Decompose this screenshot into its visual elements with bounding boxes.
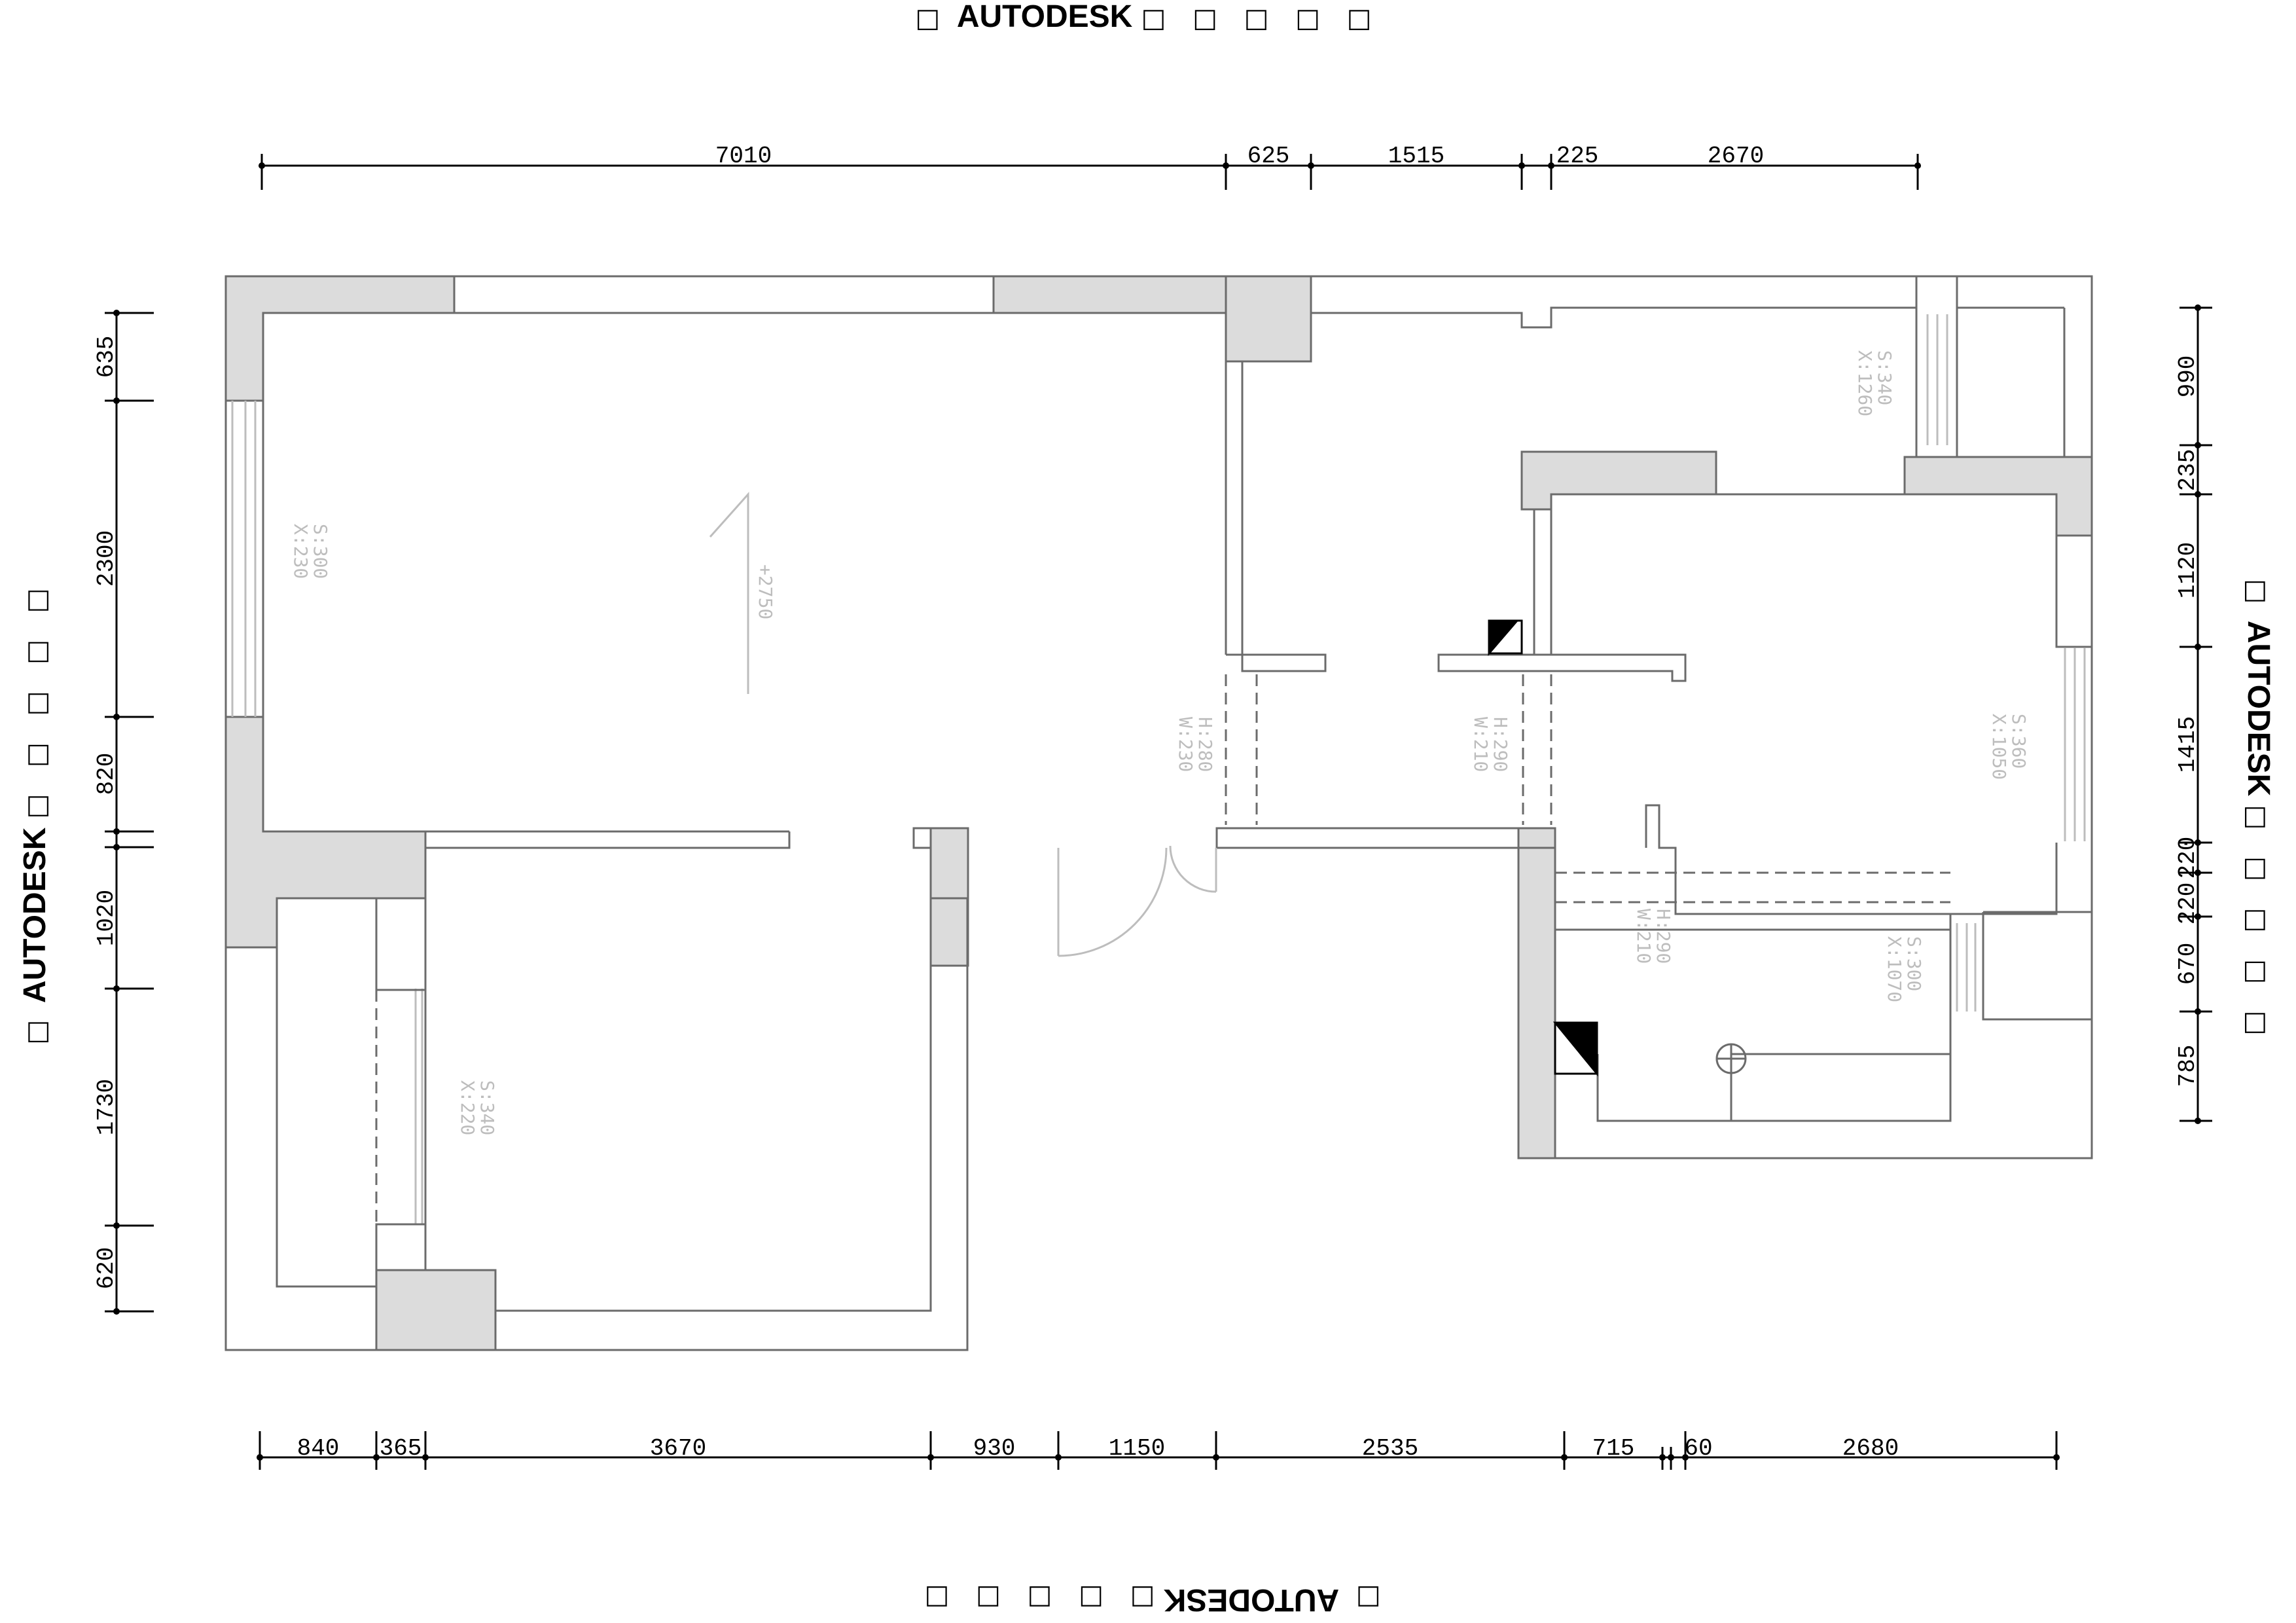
dim-right-label: 235	[2174, 449, 2201, 492]
level-value: +2750	[755, 564, 776, 619]
window-annotation-x: X:220	[457, 1080, 478, 1135]
corner-mark-fill-icon	[1552, 1021, 1598, 1077]
dim-top-label: 225	[1556, 143, 1599, 170]
dim-left-label: 635	[93, 336, 120, 378]
dim-right-label: 1415	[2174, 716, 2201, 773]
corner-marks	[1488, 619, 1598, 1077]
wall-hall-stub	[1437, 653, 1687, 682]
window-annotation-s: S:300	[310, 524, 331, 579]
wall-bedroom-lower	[495, 966, 932, 1312]
dim-top-label: 2670	[1708, 143, 1764, 170]
watermark-brand: AUTODESK	[956, 0, 1133, 34]
wall-corridor-main	[1215, 827, 1556, 849]
window-frames	[375, 897, 427, 1271]
door-swing-arc-b	[1169, 845, 1217, 893]
dim-bottom-label: 1150	[1109, 1435, 1165, 1462]
column-bottom-left	[375, 1269, 497, 1351]
dim-bottom-label: 365	[380, 1435, 422, 1462]
dim-top-label: 7010	[715, 143, 772, 170]
window-annotation-x: X:1070	[1884, 936, 1905, 1002]
wall-bedroom-right	[1551, 493, 2092, 648]
watermark-glyphs: □ □ □ □ □	[1141, 3, 1381, 33]
dim-bottom-label: 60	[1684, 1435, 1712, 1462]
window-annotation-x: X:1050	[1988, 714, 2010, 780]
entry-door	[1057, 845, 1217, 957]
dim-top-label: 625	[1247, 143, 1290, 170]
dimensions-left: 635 2300 820 1020 1730 620	[93, 336, 120, 1290]
walls	[224, 275, 2093, 1351]
dim-bottom-label: 3670	[650, 1435, 706, 1462]
dimensions-right: 990 235 1120 1415 220 220 670 785	[2174, 356, 2201, 1087]
wall-bath-counter	[1596, 1019, 1952, 1122]
dim-right-label: 785	[2174, 1045, 2201, 1087]
dim-bottom-label: 2535	[1362, 1435, 1418, 1462]
dim-right-label: 1120	[2174, 542, 2201, 598]
window-annotation-s: S:360	[2008, 714, 2030, 769]
outer-wall-top	[226, 275, 2093, 1159]
door-swing-arc-a	[1058, 847, 1168, 957]
structural-columns	[224, 275, 2093, 1351]
window-frame-bedroom	[375, 897, 427, 991]
door-annotation-w: W:210	[1633, 909, 1655, 964]
column-left-mid	[224, 716, 427, 949]
corner-mark-fill-icon	[1488, 619, 1520, 657]
dimensions-bottom: 840 365 3670 930 1150 2535 715 60 2680	[297, 1435, 1899, 1462]
dim-left-label: 620	[93, 1247, 120, 1290]
dim-top-label: 1515	[1388, 143, 1444, 170]
window-annotation-s: S:340	[476, 1080, 498, 1135]
window-annotation-s: S:340	[1874, 350, 1895, 405]
door-annotation-h: H:290	[1490, 717, 1511, 772]
dimension-lines	[105, 154, 2212, 1470]
dim-bottom-label: 930	[973, 1435, 1016, 1462]
window-annotation-x: X:1260	[1854, 350, 1876, 416]
level-marker: +2750	[709, 492, 776, 694]
wall-bedroom-right-lower	[1645, 804, 2058, 915]
column-right-corner	[1903, 456, 2093, 537]
door-openings	[375, 674, 1950, 1226]
wall-top-right-inner	[1311, 276, 1918, 329]
window-annotation-s: S:300	[1903, 936, 1925, 991]
wall-living-divider-stub	[425, 831, 791, 849]
watermark-glyph-icon: □	[915, 3, 950, 33]
window-annotation-x: X:230	[290, 524, 312, 579]
dim-right-label: 990	[2174, 356, 2201, 398]
dim-left-label: 2300	[93, 530, 120, 587]
dim-right-label: 220	[2174, 837, 2201, 879]
dim-left-label: 1020	[93, 890, 120, 946]
dimension-ticks	[113, 162, 2201, 1461]
door-annotation-w: W:230	[1175, 717, 1196, 772]
wall-bath-win2	[1982, 912, 2092, 1021]
floor-drain-icon	[1715, 1043, 1747, 1074]
dim-right-label: 670	[2174, 943, 2201, 985]
dim-bottom-label: 2680	[1842, 1435, 1899, 1462]
door-annotation-h: H:280	[1194, 717, 1216, 772]
dim-left-label: 820	[93, 753, 120, 795]
dim-bottom-label: 715	[1592, 1435, 1635, 1462]
outer-wall-left	[224, 276, 969, 1351]
column-right-upper	[1520, 450, 1717, 511]
wall-kitchen-stub	[912, 827, 932, 849]
dim-right-label: 220	[2174, 883, 2201, 925]
door-annotation-w: W:210	[1470, 717, 1492, 772]
column-top-left	[224, 275, 456, 402]
dim-bottom-label: 840	[297, 1435, 340, 1462]
windows	[231, 314, 2086, 1224]
door-annotation-h: H:290	[1653, 909, 1674, 964]
watermark-top: □ AUTODESK □ □ □ □ □	[915, 1, 1380, 33]
dimensions-top: 7010 625 1515 225 2670	[715, 143, 1764, 170]
level-triangle-icon	[709, 492, 749, 694]
window-frame-bedroom-2	[375, 1223, 427, 1271]
wall-corridor-stub	[1226, 361, 1327, 672]
dim-left-label: 1730	[93, 1079, 120, 1135]
wall-bedroom-lower-left	[276, 947, 376, 1288]
column-top-mid-post	[1225, 275, 1312, 363]
column-mid	[929, 827, 969, 967]
column-right-mid	[1517, 827, 1556, 1159]
